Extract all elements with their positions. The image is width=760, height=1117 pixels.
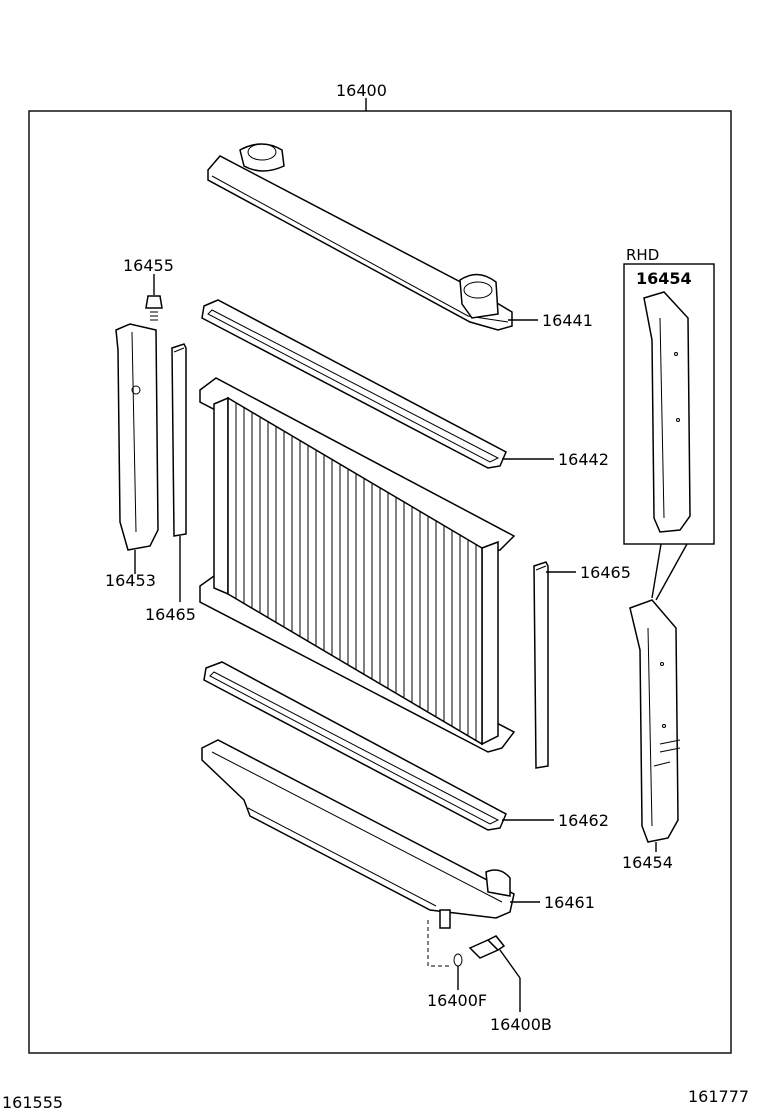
part-16454-inset-label: 16454 <box>636 269 692 288</box>
part-16462-label: 16462 <box>558 811 609 830</box>
lower-gasket-drawing <box>203 661 507 831</box>
part-16454-right-label: 16454 <box>622 853 673 872</box>
part-16461-label: 16461 <box>544 893 595 912</box>
rhd-inset-connector-right <box>655 543 688 601</box>
upper-tank-drawing <box>207 143 513 331</box>
rhd-bracket-drawing <box>643 291 691 533</box>
rhd-inset-connector-left <box>651 543 662 599</box>
footer-code-left: 161555 <box>2 1093 63 1112</box>
part-16400B-label: 16400B <box>490 1015 552 1034</box>
assembly-frame <box>28 110 732 1054</box>
part-16465-right-label: 16465 <box>580 563 631 582</box>
assembly-number-label: 16400 <box>336 81 387 100</box>
drain-o-ring-drawing <box>453 953 463 967</box>
part-16441-label: 16441 <box>542 311 593 330</box>
drain-plug-drawing <box>468 935 506 959</box>
left-bracket-drawing <box>115 323 159 551</box>
right-bracket-drawing <box>629 599 681 843</box>
part-16400F-label: 16400F <box>427 991 487 1010</box>
rhd-inset-box <box>623 263 715 545</box>
rhd-label: RHD <box>626 246 659 264</box>
leader-16400B <box>499 949 521 979</box>
bolt-drawing <box>145 295 163 321</box>
part-16453-label: 16453 <box>105 571 156 590</box>
upper-gasket-drawing <box>201 299 507 469</box>
right-seal-drawing <box>533 561 549 769</box>
part-16455-label: 16455 <box>123 256 174 275</box>
lower-tank-drawing <box>201 739 515 929</box>
part-16465-left-label: 16465 <box>145 605 196 624</box>
footer-code-right: 161777 <box>688 1087 749 1106</box>
radiator-core-drawing <box>199 377 516 753</box>
drain-dashed-guide <box>427 920 452 967</box>
left-seal-drawing <box>171 343 187 537</box>
part-16442-label: 16442 <box>558 450 609 469</box>
